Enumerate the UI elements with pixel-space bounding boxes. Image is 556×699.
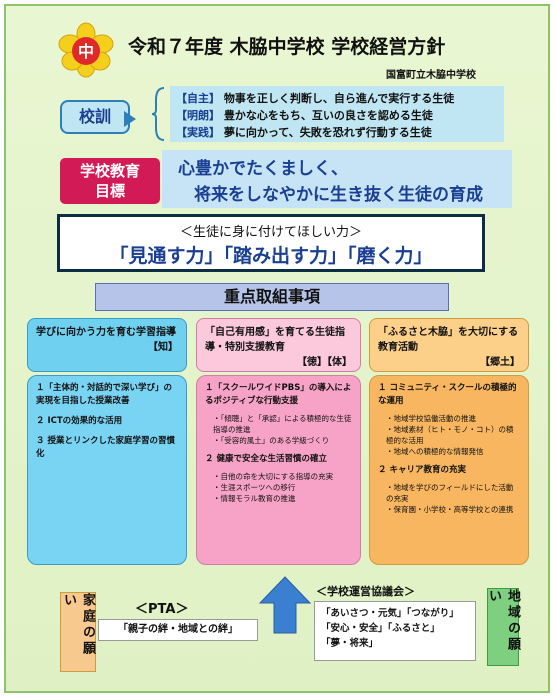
focus-item: ２ ICTの効果的な活用 [36,416,123,426]
council-label: ＜学校運営協議会＞ [316,585,415,598]
focus-title: 重点取組事項 [95,283,449,311]
desired-abilities-subtitle: ＜生徒に身に付けてほしい力＞ [179,225,362,240]
motto-key: 【自主】 [176,92,220,105]
council-line: 「安心・安全」「ふるさと」 [321,623,440,634]
column-header-text: 学びに向かう力を育む学習指導 [36,327,176,338]
motto-label: 校訓 [60,100,130,134]
motto-text: 豊かな心をもち、互いの良さを認める生徒 [223,109,433,122]
school-emblem-icon: 中 [58,22,114,78]
goal-label-line1: 学校教育 [79,162,140,180]
column-header-text: 「ふるさと木脇」を大切にする教育活動 [378,327,519,353]
column-tag: 【知】 [148,342,178,353]
motto-key: 【実践】 [176,126,220,139]
column-body-guidance: １「スクールワイドPBS」の導入によるポジティブな行動支援 ・「傾聴」と「承認」… [196,375,361,565]
column-header-guidance: 「自己有用感」を育てる生徒指導・特別支援教育 【徳】【体】 [196,318,361,372]
desired-abilities-box: ＜生徒に身に付けてほしい力＞ 「見通す力」「踏み出す力」「磨く力」 [57,214,485,272]
focus-item: １「主体的・対話的で深い学び」の実現を目指した授業改善 [36,383,173,406]
desired-abilities-main: 「見通す力」「踏み出す力」「磨く力」 [109,245,433,267]
home-wishes-label: 家庭の願い [60,592,96,672]
motto-line-jissen: 【実践】 夢に向かって、失敗を恐れず行動する生徒 [176,124,432,140]
motto-line-jishu: 【自主】 物事を正しく判断し、自ら進んで実行する生徒 [176,90,454,106]
column-header-hometown: 「ふるさと木脇」を大切にする教育活動 【郷土】 [369,318,529,372]
goal-text-line2: 将来をしなやかに生き抜く生徒の育成 [194,185,483,205]
focus-item-title: ２ キャリア教育の充実 [378,465,466,475]
column-header-learning: 学びに向かう力を育む学習指導 【知】 [27,318,187,372]
focus-item: ３ 授業とリンクした家庭学習の習慣化 [36,436,175,459]
column-tag: 【徳】【体】 [297,357,352,368]
focus-bullet: ・地域への積極的な情報発信 [386,447,484,456]
home-wishes-text: 家庭の願い [61,593,95,657]
motto-text: 物事を正しく判断し、自ら進んで実行する生徒 [223,92,455,105]
focus-bullet: ・「傾聴」と「承認」による積極的な生徒指導の推進 [213,414,352,434]
focus-bullet: ・自他の命を大切にする指導の充実 [213,472,334,481]
focus-item-title: ２ 健康で安全な生活習慣の確立 [205,454,327,464]
column-body-learning: １「主体的・対話的で深い学び」の実現を目指した授業改善 ２ ICTの効果的な活用… [27,375,187,565]
council-motto-box: 「あいさつ・元気」「つながり」 「安心・安全」「ふるさと」 「夢・将来」 [314,601,476,661]
up-arrow-icon [258,576,312,634]
goal-text-line1: 心豊かでたくましく、 [178,159,348,179]
focus-bullet: ・生涯スポーツへの移行 [213,483,296,492]
motto-text: 夢に向かって、失敗を恐れず行動する生徒 [223,126,432,139]
focus-item-title: １「スクールワイドPBS」の導入によるポジティブな行動支援 [205,383,352,406]
emblem-text: 中 [78,42,94,61]
column-tag: 【郷土】 [480,357,520,368]
focus-item: ２ キャリア教育の充実 ・地域を学びのフィールドにした活動の充実 ・保育園・小学… [378,464,520,515]
pta-label: ＜PTA＞ [135,602,189,617]
motto-arrow-icon [124,111,136,127]
council-line: 「夢・将来」 [321,638,379,649]
goal-label: 学校教育 目標 [60,158,160,204]
focus-bullet: ・地域素材（ヒト・モノ・コト）の積極的な活用 [386,425,514,445]
focus-bullet: ・保育園・小学校・高等学校との連携 [386,505,514,514]
brace-icon [151,87,165,141]
pta-motto-box: 「親子の絆・地域との絆」 [98,619,258,641]
column-header-text: 「自己有用感」を育てる生徒指導・特別支援教育 [205,327,345,353]
region-wishes-label: 地域の願い [486,588,520,666]
goal-panel [162,150,512,208]
motto-line-meirou: 【明朗】 豊かな心をもち、互いの良さを認める生徒 [176,107,433,123]
column-body-hometown: １ コミュニティ・スクールの積極的な運用 ・地域学校協働活動の推進 ・地域素材（… [369,375,529,565]
motto-key: 【明朗】 [176,109,220,122]
focus-bullet: ・「受容的風土」のある学級づくり [213,436,330,445]
focus-bullet: ・地域学校協働活動の推進 [386,414,476,423]
region-wishes-text: 地域の願い [486,589,520,653]
school-name: 国富町立木脇中学校 [386,70,476,81]
focus-item: １「スクールワイドPBS」の導入によるポジティブな行動支援 ・「傾聴」と「承認」… [205,382,352,446]
focus-item: １ コミュニティ・スクールの積極的な運用 ・地域学校協働活動の推進 ・地域素材（… [378,382,520,457]
focus-item-title: １ コミュニティ・スクールの積極的な運用 [378,383,517,406]
council-line: 「あいさつ・元気」「つながり」 [321,608,459,619]
motto-panel [170,86,504,142]
page-title: 令和７年度 木脇中学校 学校経営方針 [128,36,446,58]
focus-item: ２ 健康で安全な生活習慣の確立 ・自他の命を大切にする指導の充実 ・生涯スポーツ… [205,453,352,504]
focus-bullet: ・情報モラル教育の推進 [213,494,296,503]
focus-bullet: ・地域を学びのフィールドにした活動の充実 [386,483,514,503]
goal-label-line2: 目標 [94,182,125,200]
